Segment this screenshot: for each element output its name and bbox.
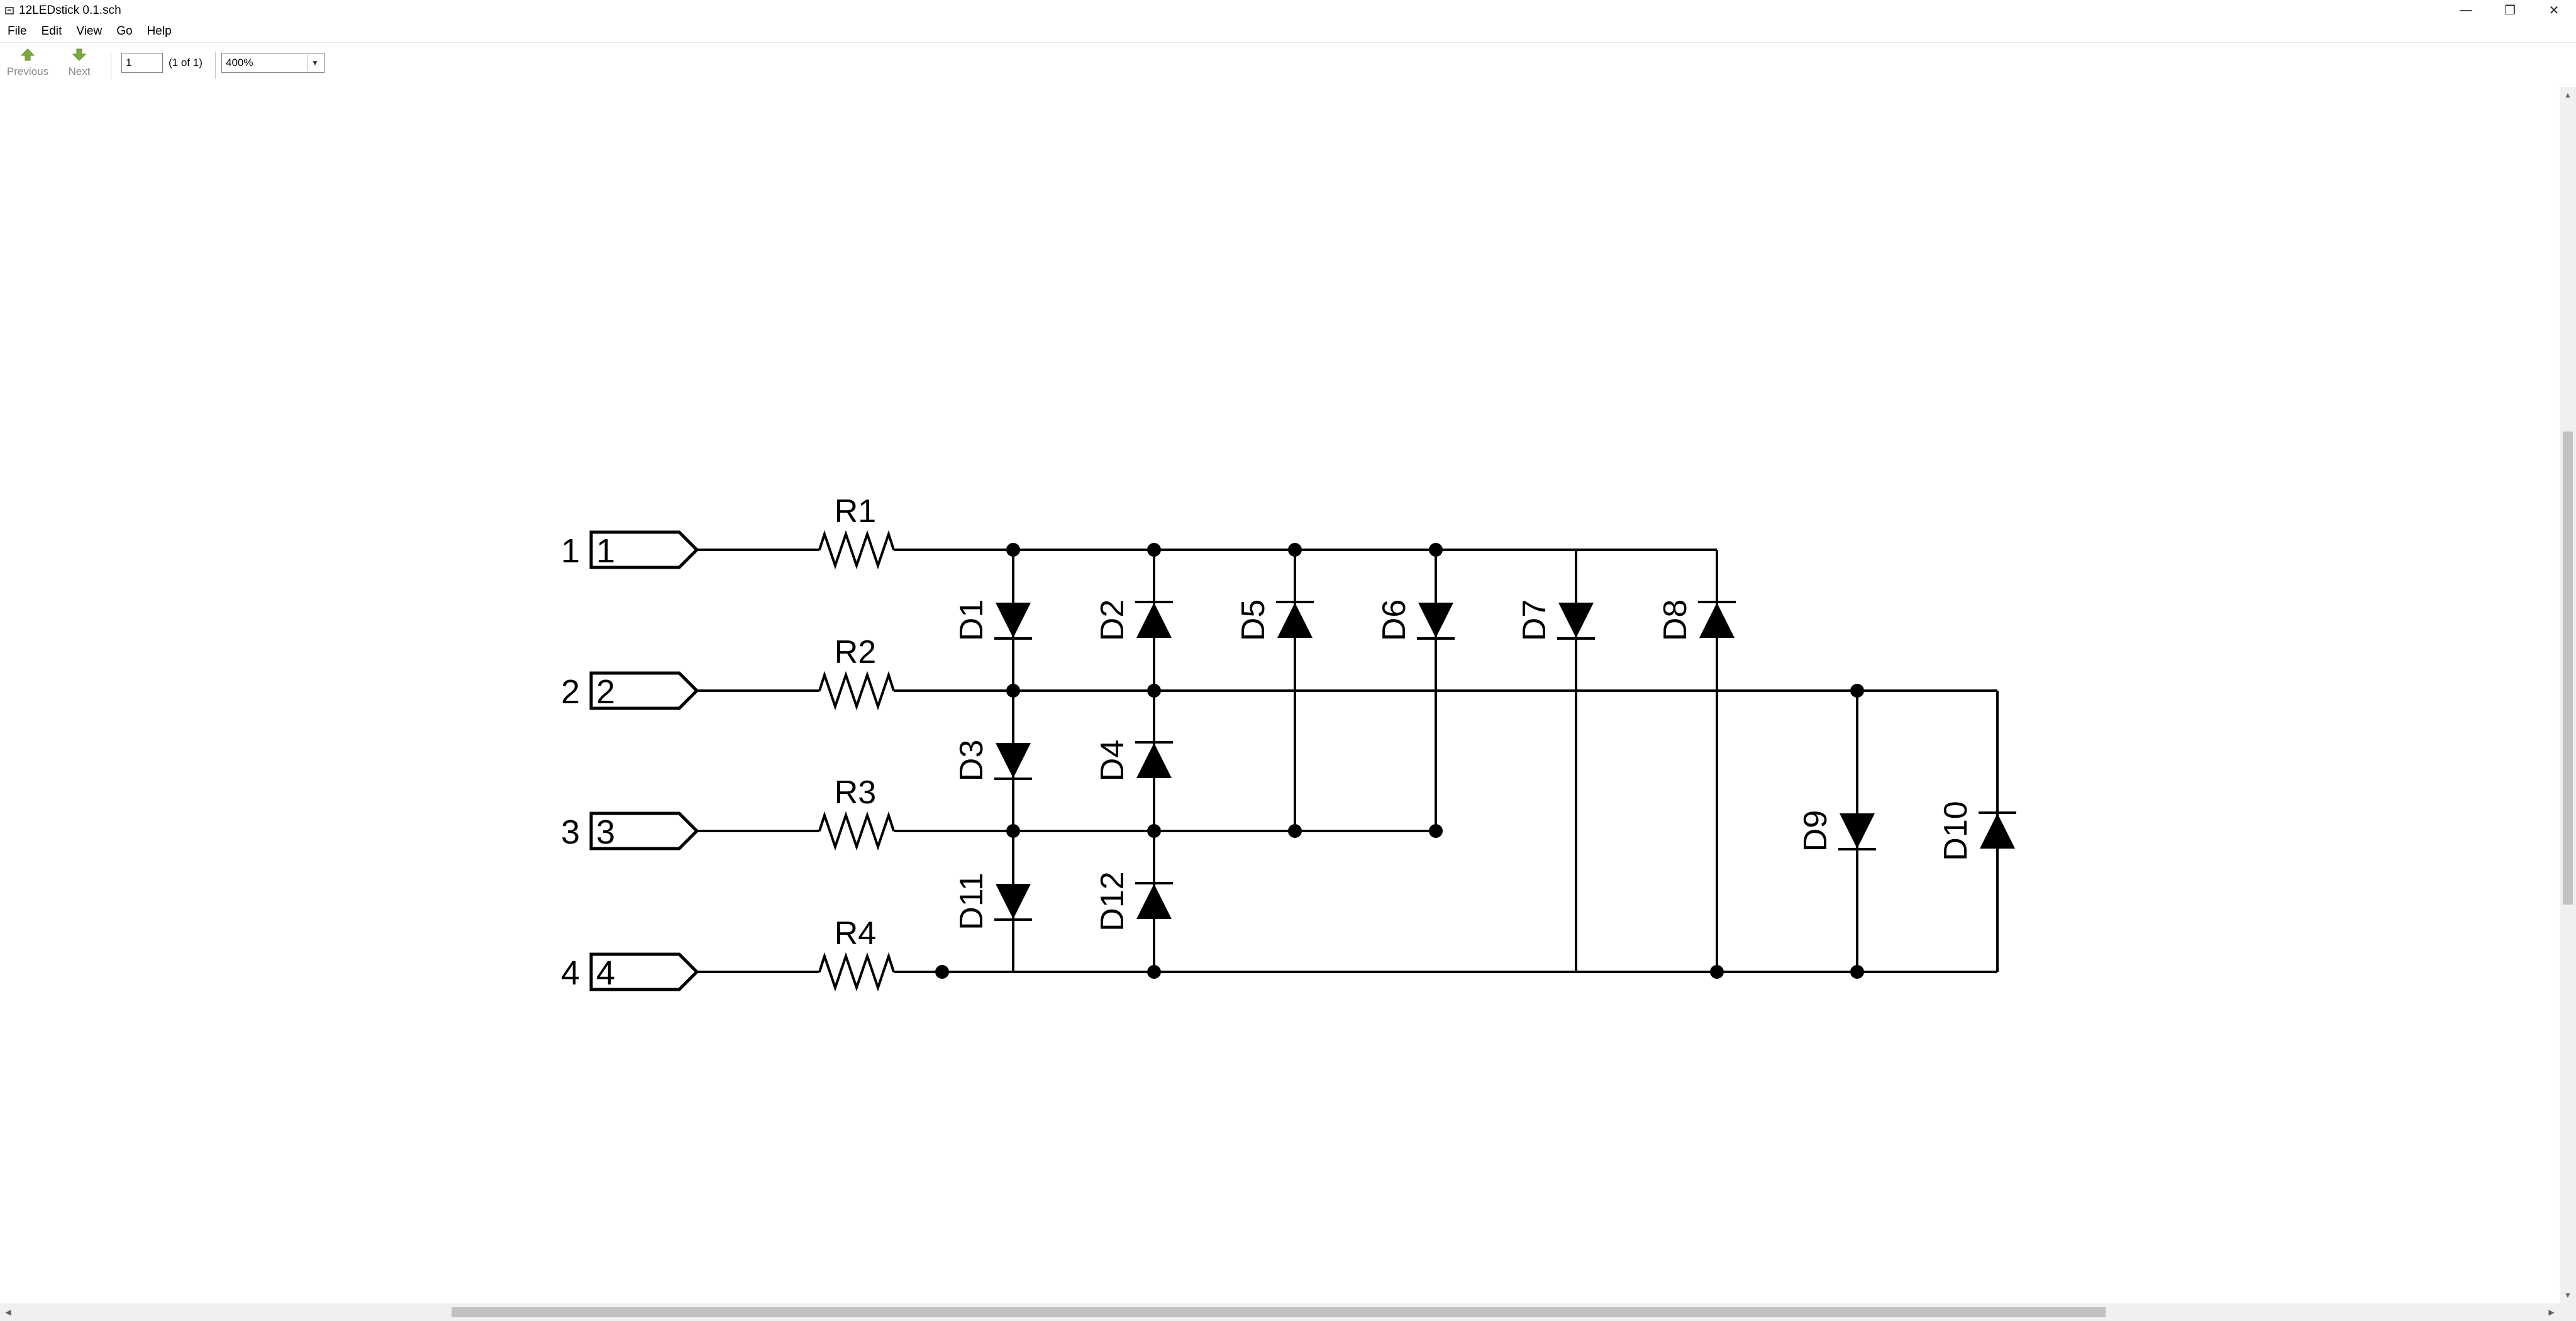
close-button[interactable]: ✕ [2548,4,2560,18]
horizontal-scroll-thumb[interactable] [452,1307,2106,1317]
window-title: 12LEDstick 0.1.sch [19,3,121,17]
connector-label: 3 [596,813,615,851]
wires [697,549,1999,973]
connector-number: 3 [561,813,580,851]
menu-file[interactable]: File [8,25,27,38]
connector-number: 2 [561,673,580,711]
connector-label: 2 [596,673,615,711]
vertical-scrollbar[interactable]: ▲ ▼ [2560,87,2576,1303]
diode-label: D1 [953,599,990,641]
diode-d4: D4 [1094,740,1174,781]
connector-number: 4 [561,954,580,992]
diode-label: D10 [1938,801,1974,861]
menu-bar: File Edit View Go Help [0,21,2576,42]
resistor-label: R4 [835,915,876,952]
connector-label: 1 [596,532,615,570]
zoom-select[interactable]: 400% ▼ [221,53,325,73]
diode-d8: D8 [1657,599,1737,641]
window-controls: — ❐ ✕ [2444,0,2576,21]
diode-label: D12 [1094,871,1131,931]
scroll-left-icon[interactable]: ◀ [5,1308,11,1317]
next-page-button[interactable]: Next [54,45,104,83]
diode-d12: D12 [1094,871,1174,932]
chevron-down-icon[interactable]: ▼ [307,55,323,71]
scroll-right-icon[interactable]: ▶ [2548,1308,2555,1317]
page-number-input[interactable] [121,53,163,73]
arrow-down-icon [72,48,87,61]
connector-number: 1 [561,532,580,570]
connector-4: 4 4 [561,952,699,992]
resistor-label: R1 [835,493,876,530]
diode-d1: D1 [953,599,1033,641]
page-count: (1 of 1) [169,57,203,69]
scrollbar-corner [2560,1303,2576,1321]
menu-go[interactable]: Go [116,25,133,38]
connector-2: 2 2 [561,671,699,711]
resistor-r4: R4 [818,915,895,989]
connector-1: 1 1 [561,530,699,570]
previous-label: Previous [6,65,49,77]
toolbar-separator [215,52,216,79]
diode-label: D7 [1516,599,1553,641]
resistor-label: R2 [835,634,876,671]
connector-label: 4 [596,954,615,992]
diode-label: D3 [953,740,990,781]
diode-d3: D3 [953,740,1033,781]
diode-d7: D7 [1516,599,1596,641]
schematic-drawing: 1 1 2 2 3 3 4 4 R1 R2 R3 [561,493,2018,992]
minimize-button[interactable]: — [2460,3,2472,17]
diode-label: D8 [1657,599,1694,641]
resistor-r1: R1 [818,493,895,567]
menu-view[interactable]: View [76,25,103,38]
diode-label: D5 [1235,599,1272,641]
resistor-r2: R2 [818,634,895,708]
diode-label: D9 [1797,810,1834,852]
app-icon [5,6,14,14]
arrow-up-icon [20,48,35,61]
diode-label: D2 [1094,599,1131,641]
connector-3: 3 3 [561,811,699,851]
diode-d9: D9 [1797,810,1877,852]
horizontal-scrollbar[interactable]: ◀ ▶ [0,1303,2560,1321]
menu-help[interactable]: Help [147,25,172,38]
resistor-label: R3 [835,774,876,811]
diode-label: D6 [1376,599,1413,641]
diode-d6: D6 [1376,599,1456,641]
schematic-canvas[interactable]: 1 1 2 2 3 3 4 4 R1 R2 R3 [0,87,2560,1303]
diode-d11: D11 [953,872,1033,930]
resistor-r3: R3 [818,774,895,848]
diode-d2: D2 [1094,599,1174,641]
zoom-value: 400% [226,57,253,69]
vertical-scroll-thumb[interactable] [2563,432,2573,905]
toolbar: Previous Next (1 of 1) 400% ▼ [0,42,2576,87]
menu-edit[interactable]: Edit [41,25,62,38]
diode-d10: D10 [1938,801,2018,861]
junctions [935,543,1864,979]
title-bar: 12LEDstick 0.1.sch — ❐ ✕ [0,0,2576,21]
scroll-down-icon[interactable]: ▼ [2564,1291,2572,1300]
restore-button[interactable]: ❐ [2504,4,2516,18]
next-label: Next [68,65,91,77]
diode-label: D4 [1094,740,1131,781]
scroll-up-icon[interactable]: ▲ [2564,91,2572,99]
diode-label: D11 [953,872,990,930]
diode-d5: D5 [1235,599,1315,641]
previous-page-button[interactable]: Previous [3,45,53,83]
